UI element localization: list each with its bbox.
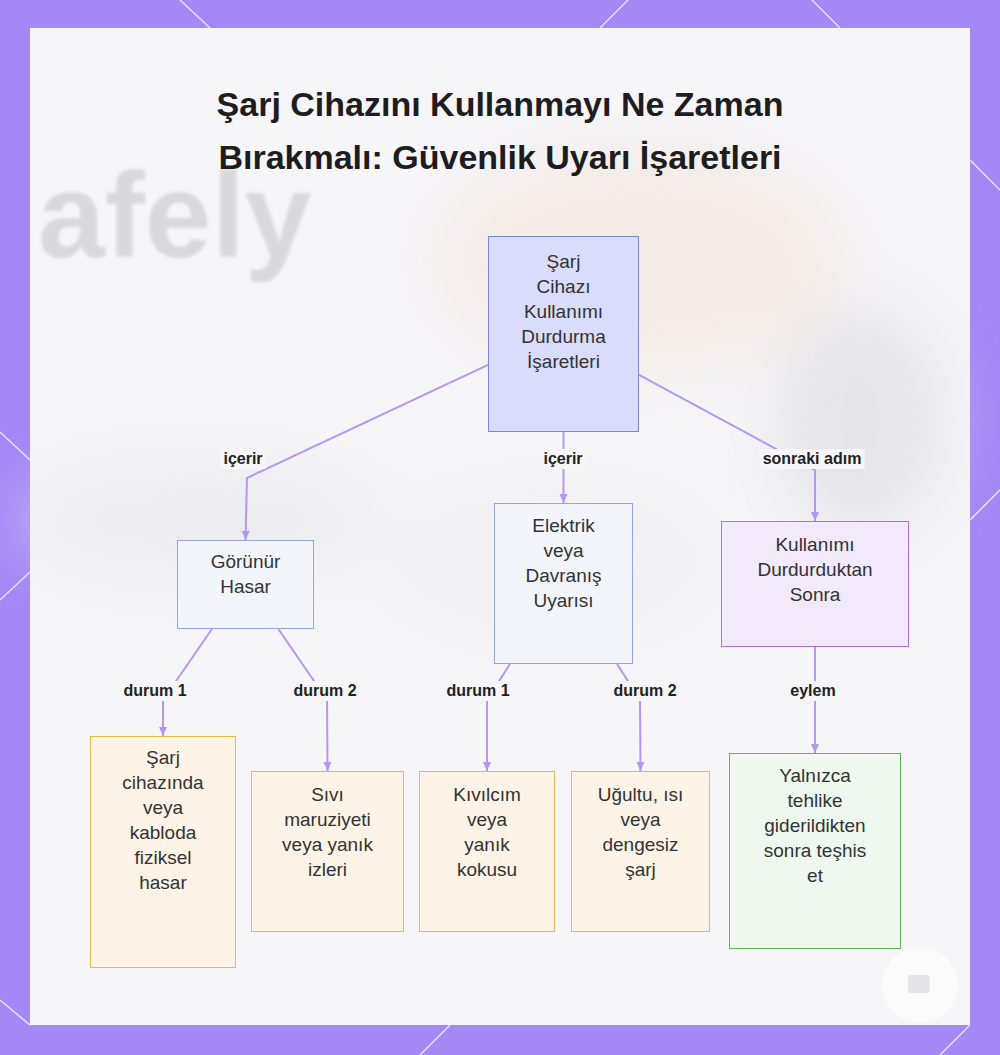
process-box: Elektrik veya Davranış Uyarısı bbox=[494, 503, 633, 664]
frame-line bbox=[180, 0, 210, 28]
box-label: Görünür Hasar bbox=[195, 549, 296, 599]
frame-line bbox=[600, 0, 628, 28]
connector-label: içerir bbox=[220, 449, 265, 469]
corner-badge bbox=[882, 947, 958, 1023]
box-label: Kıvılcım veya yanık kokusu bbox=[449, 782, 525, 882]
connector-label: sonraki adım bbox=[760, 449, 865, 469]
corner-icon bbox=[908, 975, 930, 993]
frame-line bbox=[420, 1025, 450, 1055]
frame-line bbox=[970, 160, 1000, 190]
process-box: Şarj cihazında veya kabloda fiziksel has… bbox=[90, 736, 236, 968]
frame-line bbox=[0, 572, 30, 600]
frame-line bbox=[940, 1025, 970, 1055]
frame-line bbox=[970, 490, 1000, 520]
connector-label: eylem bbox=[787, 681, 838, 701]
box-label: Elektrik veya Davranış Uyarısı bbox=[518, 513, 609, 613]
connector-line bbox=[246, 365, 489, 540]
process-box: Yalnızca tehlike giderildikten sonra teş… bbox=[729, 753, 901, 949]
diagram-title: Şarj Cihazını Kullanmayı Ne Zaman Bırakm… bbox=[150, 78, 850, 184]
connector-label: durum 1 bbox=[443, 681, 512, 701]
frame-line bbox=[0, 432, 30, 460]
box-label: Şarj cihazında veya kabloda fiziksel has… bbox=[118, 745, 208, 895]
process-box: Kıvılcım veya yanık kokusu bbox=[419, 771, 555, 932]
connector-line bbox=[639, 375, 815, 521]
box-label: Uğultu, ısı veya dengesiz şarj bbox=[590, 782, 691, 882]
connector-label: durum 2 bbox=[610, 681, 679, 701]
frame-line bbox=[0, 1000, 30, 1025]
connector-label: durum 1 bbox=[120, 681, 189, 701]
process-box: Görünür Hasar bbox=[177, 540, 314, 629]
process-box: Sıvı maruziyeti veya yanık izleri bbox=[251, 771, 404, 932]
box-label: Sıvı maruziyeti veya yanık izleri bbox=[277, 782, 378, 882]
process-box: Kullanımı Durdurduktan Sonra bbox=[721, 521, 909, 647]
box-label: Yalnızca tehlike giderildikten sonra teş… bbox=[757, 763, 873, 888]
frame-line bbox=[812, 0, 840, 28]
box-label: Şarj Cihazı Kullanımı Durdurma İşaretler… bbox=[519, 249, 608, 374]
photo-blob bbox=[770, 300, 950, 540]
process-box: Şarj Cihazı Kullanımı Durdurma İşaretler… bbox=[488, 236, 639, 432]
connector-label: içerir bbox=[540, 449, 585, 469]
connector-label: durum 2 bbox=[290, 681, 359, 701]
process-box: Uğultu, ısı veya dengesiz şarj bbox=[571, 771, 710, 932]
box-label: Kullanımı Durdurduktan Sonra bbox=[752, 532, 878, 607]
